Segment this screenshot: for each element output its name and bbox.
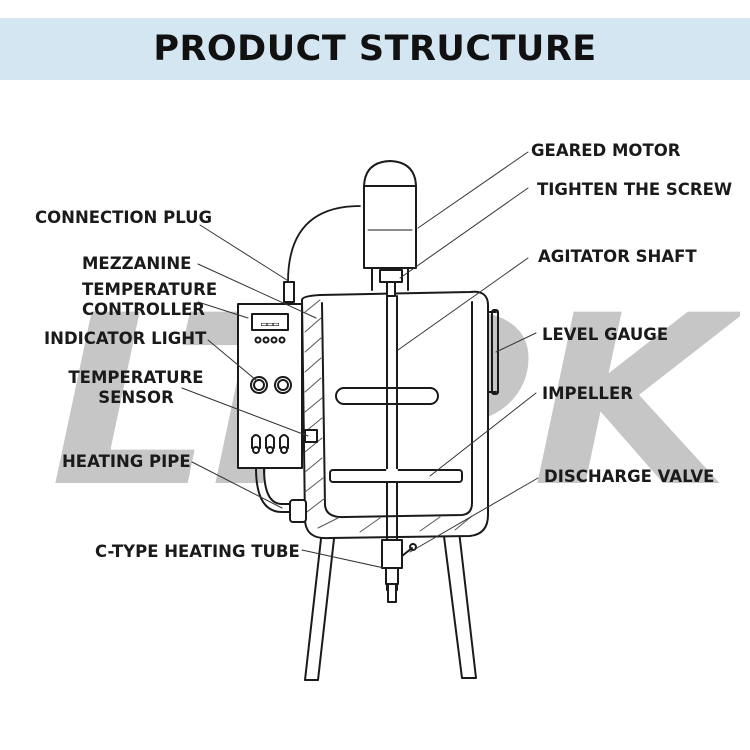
- heating-pipe: [255, 467, 307, 523]
- c-type-heating-tube: [289, 499, 307, 523]
- switch-icons: [251, 434, 289, 454]
- controller-button: [254, 336, 262, 344]
- label-c-type-heating-tube: C-TYPE HEATING TUBE: [95, 542, 300, 561]
- controller-button: [262, 336, 270, 344]
- label-agitator-shaft: AGITATOR SHAFT: [538, 247, 697, 266]
- label-impeller: IMPELLER: [542, 384, 633, 403]
- temperature-sensor: [304, 429, 318, 443]
- impeller: [329, 469, 463, 483]
- label-tighten-screw: TIGHTEN THE SCREW: [537, 180, 733, 199]
- label-temperature-sensor-line1: TEMPERATURE: [68, 368, 204, 387]
- label-geared-motor: GEARED MOTOR: [531, 141, 681, 160]
- label-temperature-sensor-line2: SENSOR: [98, 388, 174, 407]
- label-temperature-controller: TEMPERATURE CONTROLLER: [82, 280, 218, 320]
- label-level-gauge: LEVEL GAUGE: [542, 325, 669, 344]
- label-temperature-sensor: TEMPERATURE SENSOR: [68, 368, 204, 408]
- indicator-light-icon: [253, 379, 265, 391]
- geared-motor: [363, 160, 417, 291]
- temperature-display: [251, 313, 289, 331]
- label-heating-pipe: HEATING PIPE: [62, 452, 191, 471]
- controller-button: [278, 336, 286, 344]
- indicator-light-icon: [250, 376, 268, 394]
- tighten-screw: [379, 269, 403, 297]
- tank-legs: [304, 504, 477, 681]
- label-temperature-controller-line1: TEMPERATURE: [82, 280, 218, 299]
- page-title: PRODUCT STRUCTURE: [153, 29, 597, 69]
- label-discharge-valve: DISCHARGE VALVE: [544, 467, 715, 486]
- header-banner: PRODUCT STRUCTURE: [0, 18, 750, 80]
- discharge-valve: [381, 539, 417, 603]
- label-temperature-controller-line2: CONTROLLER: [82, 300, 205, 319]
- temperature-control-box: ▭▭▭: [237, 303, 303, 469]
- label-connection-plug: CONNECTION PLUG: [35, 208, 213, 227]
- tank-body: [301, 290, 489, 540]
- connection-plug: [283, 205, 361, 303]
- indicator-light-icon: [277, 379, 289, 391]
- level-gauge: [487, 309, 499, 395]
- label-mezzanine: MEZZANINE: [82, 254, 192, 273]
- label-indicator-light: INDICATOR LIGHT: [44, 329, 207, 348]
- controller-button: [270, 336, 278, 344]
- indicator-light-icon: [274, 376, 292, 394]
- svg-text:▭▭▭: ▭▭▭: [261, 319, 279, 330]
- leader-lines: [181, 151, 539, 569]
